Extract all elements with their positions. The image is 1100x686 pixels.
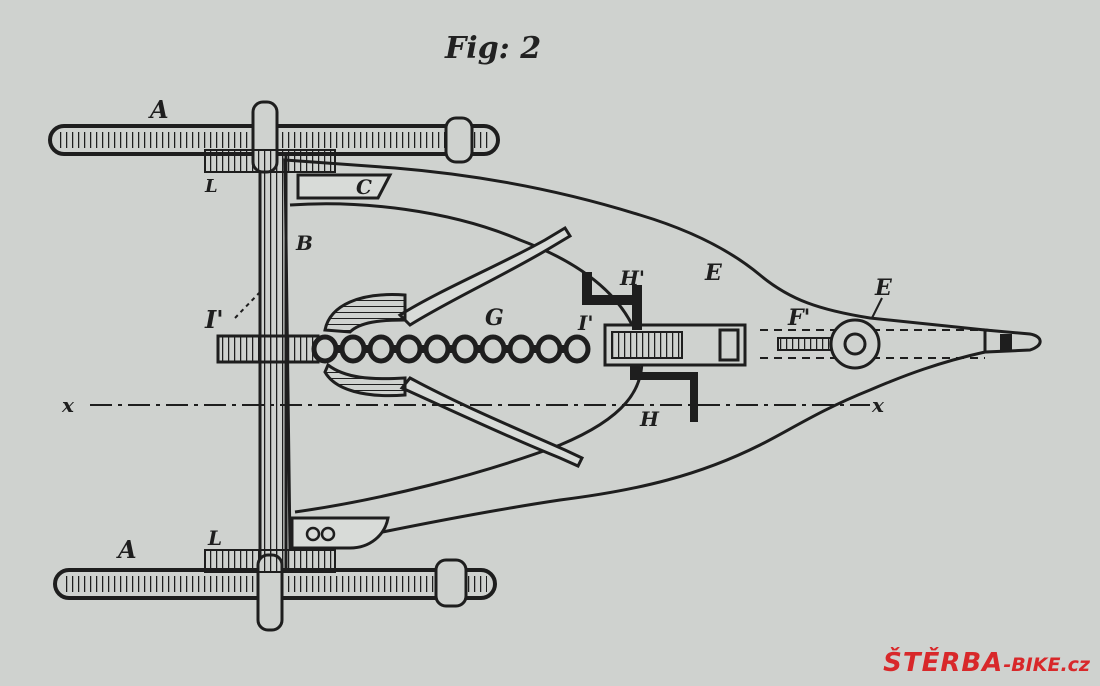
chain-pin — [334, 345, 344, 353]
frame-tip-cap — [1000, 334, 1012, 350]
bracket-c — [296, 173, 393, 200]
label-a-top: A — [148, 95, 169, 124]
hub-collar-bottom — [204, 549, 336, 573]
chain-link — [451, 334, 479, 364]
spring-arm-lower — [399, 376, 585, 468]
label-f: F' — [787, 305, 810, 331]
label-e-body: E — [704, 260, 723, 286]
chain-link — [563, 334, 591, 364]
chain-link — [479, 334, 507, 364]
label-i-right: I' — [577, 311, 593, 335]
slider-end-cap — [718, 328, 740, 362]
label-l-top: L — [204, 176, 218, 197]
chain-pin — [390, 345, 400, 353]
frame-tip — [983, 328, 1042, 354]
label-e-pivot: E — [874, 275, 893, 301]
watermark-main: ŠTĚRBA — [883, 648, 1004, 678]
chain-link — [367, 334, 395, 364]
label-x-left: x — [61, 393, 75, 417]
chain-link — [535, 334, 563, 364]
chain-link — [423, 334, 451, 364]
chain-link — [395, 334, 423, 364]
chain-pin — [362, 345, 372, 353]
label-l-bottom: L — [207, 526, 222, 550]
label-c: C — [356, 175, 372, 199]
drive-chain — [216, 334, 591, 364]
chain-pin — [474, 345, 484, 353]
chain-link — [339, 334, 367, 364]
spring-arm-upper — [397, 225, 573, 327]
chain-pin — [418, 345, 428, 353]
sprocket-clamp-lower — [323, 362, 407, 398]
chain-pin — [530, 345, 540, 353]
frame-body-outline — [283, 158, 1002, 550]
slider-chain-end — [611, 331, 683, 359]
wheel-top — [48, 100, 500, 174]
pivot-e-leader — [871, 297, 883, 319]
pivot-e-inner — [843, 332, 867, 356]
label-b: B — [295, 231, 313, 255]
chain-pin — [558, 345, 568, 353]
label-x-right: x — [871, 393, 885, 417]
watermark-sub: -BIKE.cz — [1003, 654, 1090, 676]
sprocket-clamp-upper — [323, 293, 407, 334]
wheel-bottom — [53, 549, 497, 632]
label-a-bottom: A — [116, 535, 137, 564]
label-g: G — [485, 305, 504, 331]
chain-link — [311, 334, 339, 364]
site-watermark: ŠTĚRBA-BIKE.cz — [883, 648, 1090, 678]
label-i-left: I' — [204, 305, 224, 334]
label-h-lower: H — [639, 407, 660, 431]
lever-h-upper-post — [632, 285, 642, 330]
figure-title: Fig: 2 — [444, 31, 541, 66]
label-h-upper: H' — [619, 266, 645, 290]
chain-sprocket-left — [216, 334, 320, 364]
leader-i-left — [234, 289, 263, 319]
chain-link — [507, 334, 535, 364]
chain-pin — [502, 345, 512, 353]
lever-h-upper — [582, 272, 640, 305]
lever-h-lower — [630, 365, 698, 422]
chain-pin — [446, 345, 456, 353]
hub-collar-top — [204, 149, 336, 173]
